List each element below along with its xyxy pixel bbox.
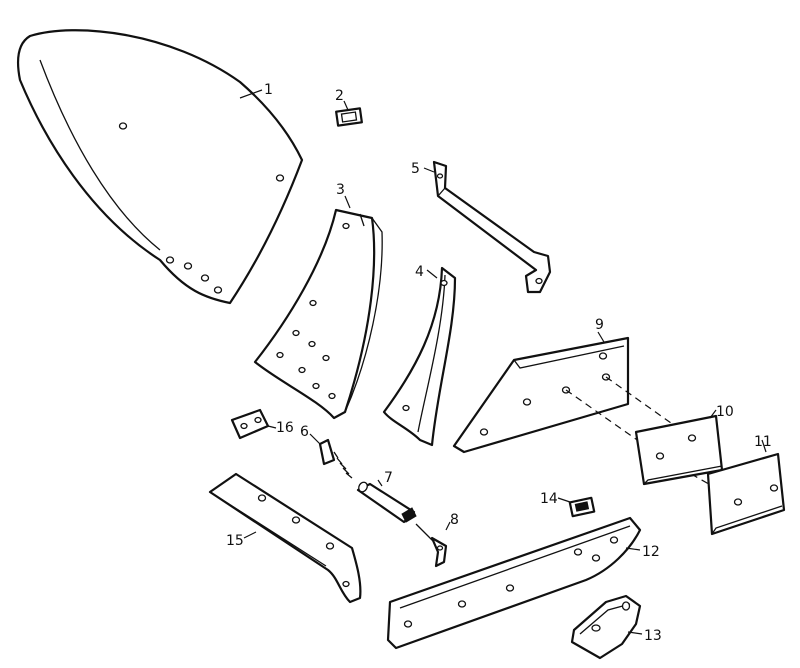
part-12-share: 12	[386, 516, 660, 650]
part-9-wing-plate: 9	[452, 317, 630, 454]
part-11-shin: 11	[706, 434, 786, 536]
part-1-mouldboard: 1	[16, 29, 304, 305]
label-12: 12	[642, 544, 660, 560]
label-10: 10	[716, 404, 734, 420]
part-3-frog: 3	[253, 182, 383, 420]
label-2: 2	[335, 88, 344, 104]
label-1: 1	[264, 82, 273, 98]
label-5: 5	[411, 161, 420, 177]
part-13-casting: 13	[570, 594, 662, 660]
label-11: 11	[754, 434, 772, 450]
label-4: 4	[415, 264, 424, 280]
part-7-pin: 7	[356, 470, 417, 524]
label-15: 15	[226, 533, 244, 549]
label-7: 7	[384, 470, 393, 486]
label-6: 6	[300, 424, 309, 440]
label-14: 14	[540, 491, 558, 507]
part-5-brace: 5	[411, 160, 552, 294]
part-14-pad: 14	[540, 491, 596, 518]
label-13: 13	[644, 628, 662, 644]
part-2-pad: 2	[335, 88, 363, 127]
part-16-clip: 16	[230, 408, 294, 440]
label-9: 9	[595, 317, 604, 333]
label-16: 16	[276, 420, 294, 436]
part-15-landside-bar: 15	[208, 472, 362, 604]
part-8-bolt: 8	[415, 512, 459, 568]
label-8: 8	[450, 512, 459, 528]
part-4-landside: 4	[382, 264, 457, 447]
part-6-bolt: 6	[300, 424, 353, 479]
label-3: 3	[336, 182, 345, 198]
